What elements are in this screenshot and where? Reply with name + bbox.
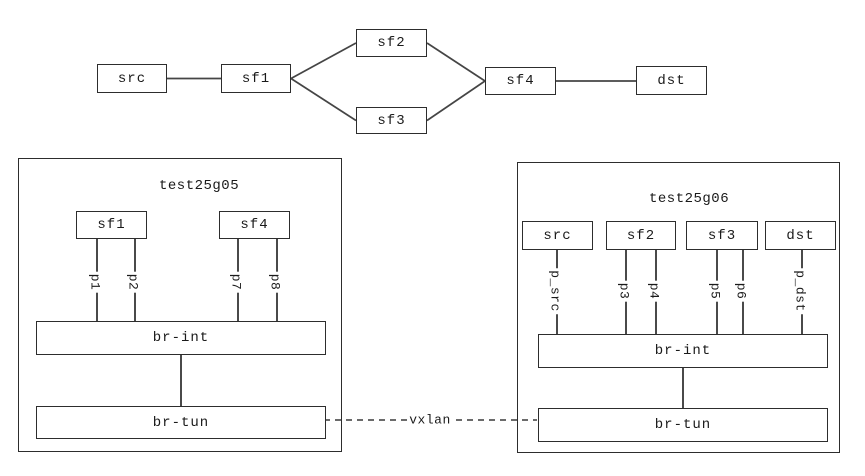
- bridge-br-int: br-int: [36, 321, 326, 355]
- vm-box-dst: dst: [765, 221, 836, 250]
- chain-node-sf3: sf3: [356, 107, 427, 134]
- host-title-test25g06: test25g06: [649, 191, 730, 207]
- port-label-p-src: p_src: [546, 268, 563, 314]
- link-sf2-sf4: [426, 42, 486, 82]
- bridge-br-int: br-int: [538, 334, 828, 368]
- port-label-p-dst: p_dst: [791, 268, 808, 314]
- vm-box-sf3: sf3: [686, 221, 758, 250]
- chain-node-sf4: sf4: [485, 67, 556, 95]
- vxlan-tunnel-label: vxlan: [408, 412, 452, 428]
- vm-box-src: src: [522, 221, 593, 250]
- port-label-p3: p3: [615, 280, 632, 302]
- port-label-p6: p6: [732, 280, 749, 302]
- bridge-br-tun: br-tun: [538, 408, 828, 442]
- port-label-p4: p4: [645, 280, 662, 302]
- chain-node-sf1: sf1: [221, 64, 291, 93]
- host-test25g05: test25g05 sf1 sf4 p1 p2 p7 p8 br-int br-…: [18, 158, 342, 452]
- port-label-p2: p2: [124, 271, 141, 293]
- bridge-connector-line: [180, 355, 182, 406]
- host-title-test25g05: test25g05: [159, 178, 240, 194]
- chain-node-dst: dst: [636, 66, 707, 95]
- vm-box-sf1: sf1: [76, 211, 147, 239]
- port-label-p7: p7: [227, 271, 244, 293]
- bridge-br-tun: br-tun: [36, 406, 326, 439]
- chain-node-src: src: [97, 64, 167, 93]
- host-test25g06: test25g06 src sf2 sf3 dst p_src p3 p4 p5…: [517, 162, 840, 453]
- vm-box-sf4: sf4: [219, 211, 290, 239]
- link-sf1-sf3: [290, 77, 357, 122]
- chain-node-sf2: sf2: [356, 29, 427, 57]
- bridge-connector-line: [682, 368, 684, 408]
- port-label-p8: p8: [266, 271, 283, 293]
- link-sf3-sf4: [426, 80, 486, 122]
- port-label-p5: p5: [706, 280, 723, 302]
- vm-box-sf2: sf2: [606, 221, 676, 250]
- link-sf1-sf2: [290, 42, 357, 80]
- port-label-p1: p1: [86, 271, 103, 293]
